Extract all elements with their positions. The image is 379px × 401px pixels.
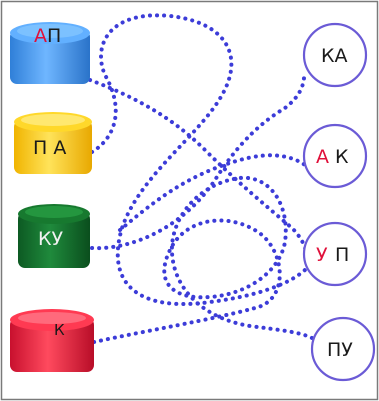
cap-red-label: К — [54, 321, 65, 339]
circle-1: КА — [302, 22, 368, 88]
tangled-paths — [88, 13, 314, 344]
cap-yellow-label: П А — [33, 137, 66, 159]
cap-green: КУ — [18, 204, 90, 268]
path-extra-1 — [118, 153, 307, 232]
circle-4: ПУ — [310, 316, 376, 382]
circle-2: А К — [302, 123, 368, 189]
cap-blue-hl: А — [34, 25, 47, 47]
circle-3-hl: У — [316, 244, 328, 266]
path-cap-2 — [90, 13, 314, 307]
circle-1-label: КА — [321, 45, 348, 67]
path-cap-1 — [88, 78, 308, 254]
circle-3-label: П — [335, 244, 349, 266]
cap-blue: А П — [10, 22, 90, 84]
cap-blue-label: П — [47, 25, 61, 47]
path-cap-4 — [92, 175, 314, 344]
cap-red: К — [10, 309, 94, 372]
circle-2-label: К — [335, 146, 349, 168]
path-cap-3 — [90, 76, 306, 251]
cap-green-label: КУ — [38, 228, 63, 250]
circle-4-label: ПУ — [327, 339, 353, 361]
cap-yellow: П А — [14, 112, 92, 174]
circle-3: У П — [302, 221, 368, 287]
circle-2-hl: А — [316, 146, 329, 168]
